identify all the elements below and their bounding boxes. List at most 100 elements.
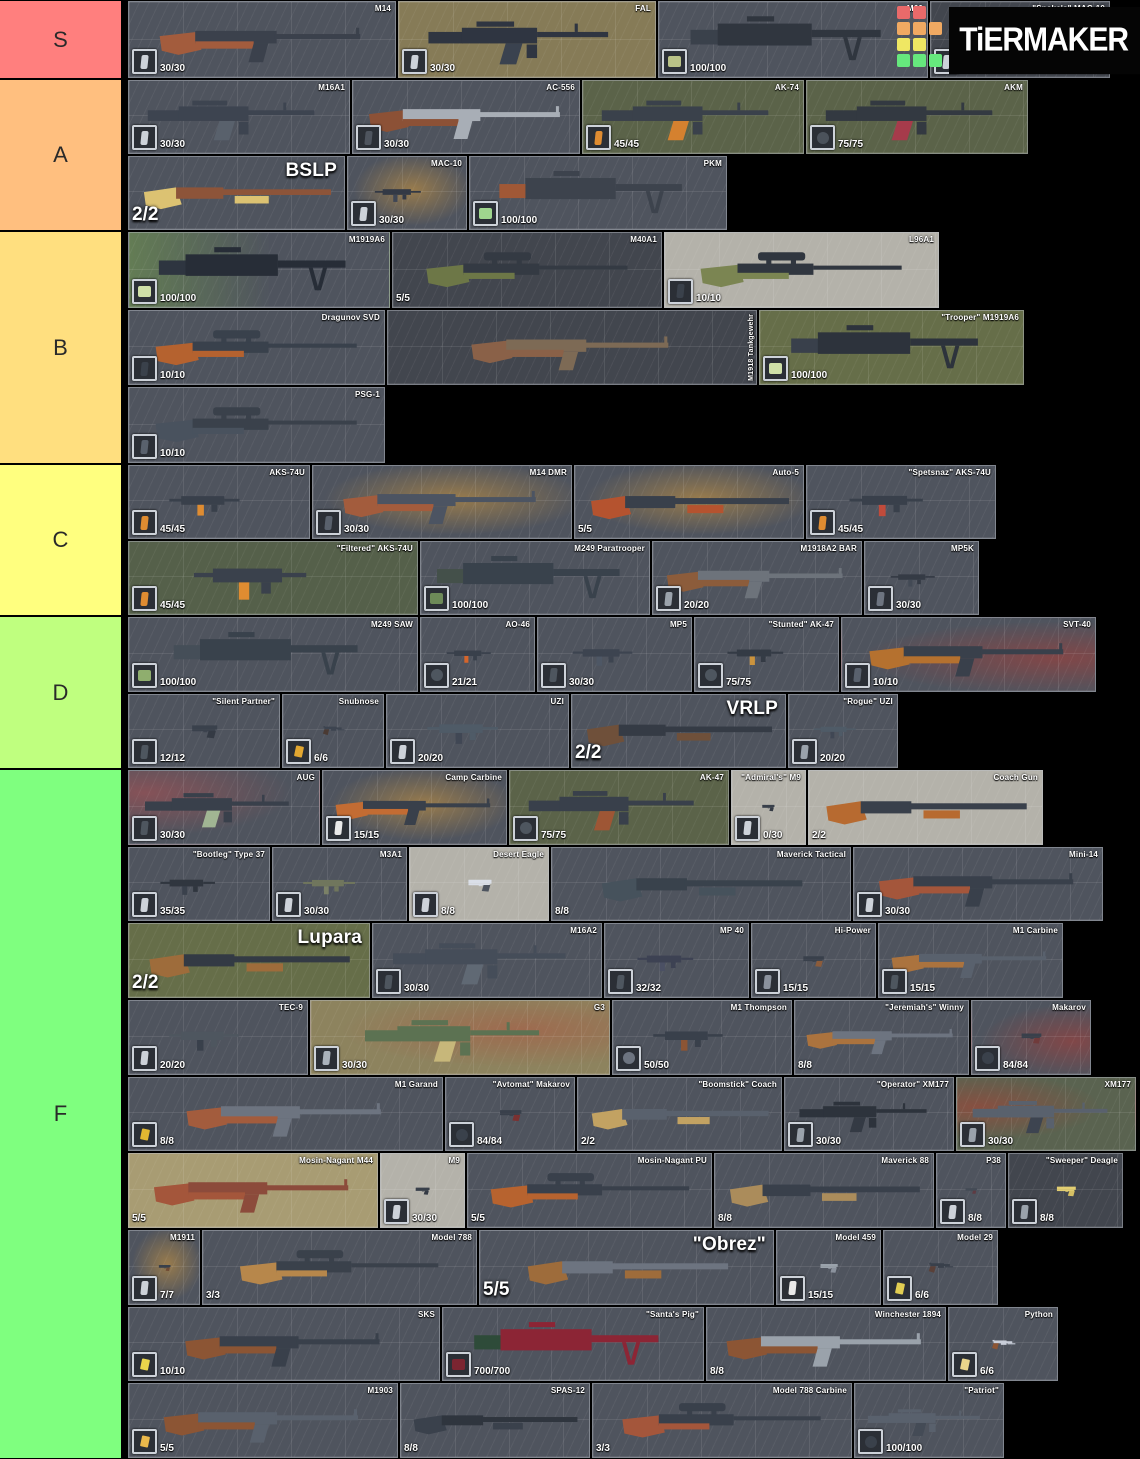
ammo-indicator: 6/6	[887, 1275, 929, 1301]
ammo-indicator: 30/30	[276, 892, 329, 918]
lmg-weapon-image-icon	[443, 1308, 703, 1381]
weapon-tile[interactable]: M1918 Tankgewehr	[387, 309, 757, 386]
ammo-indicator: 30/30	[960, 1122, 1013, 1148]
mag-ammo-icon	[356, 125, 381, 150]
rifle-weapon-image-icon	[129, 1078, 442, 1151]
ammo-indicator: 5/5	[483, 1279, 509, 1301]
weapon-name: MP5K	[950, 544, 974, 553]
ammo-indicator: 8/8	[798, 1060, 812, 1071]
logo-square-icon	[897, 6, 911, 19]
weapon-tile[interactable]: "Patriot"100/100	[854, 1383, 1004, 1459]
weapon-tile[interactable]: "Santa's Pig"700/700	[442, 1306, 704, 1382]
weapon-tile[interactable]: M60100/100	[658, 1, 928, 78]
ammo-indicator: 5/5	[132, 1429, 174, 1455]
shotgun-weapon-image-icon	[129, 157, 344, 229]
mag-ammo-icon	[960, 1122, 985, 1148]
ammo-count: 21/21	[452, 676, 478, 688]
weapon-tile[interactable]: "Obrez"5/5	[479, 1230, 774, 1305]
ammo-indicator: 30/30	[788, 1122, 841, 1148]
clip-ammo-icon	[132, 1122, 157, 1148]
mag-ammo-icon	[132, 815, 157, 841]
weapon-name: BSLP	[285, 160, 337, 181]
weapon-tile[interactable]: "Silent Partner"12/12	[128, 693, 280, 768]
